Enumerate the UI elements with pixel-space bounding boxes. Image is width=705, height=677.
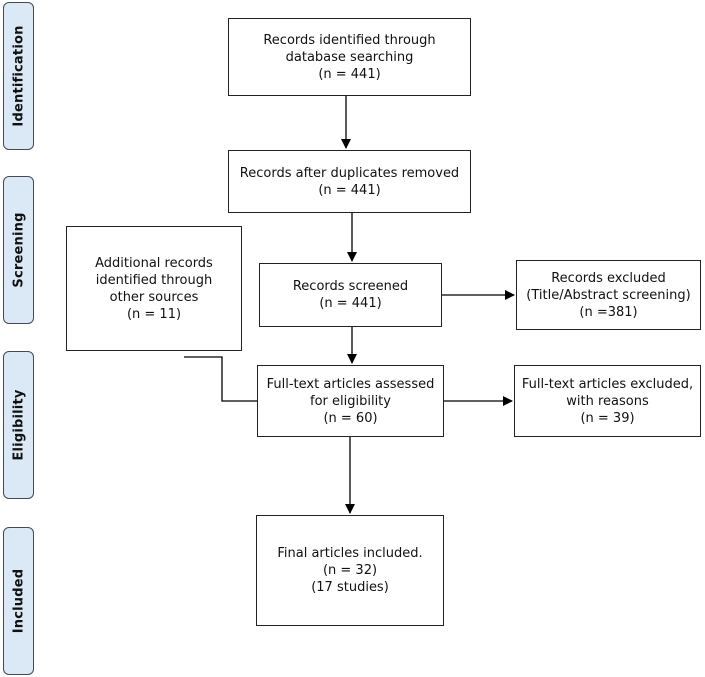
fulltext-excluded-line2: with reasons xyxy=(566,393,649,409)
fulltext-assessed-count: (n = 60) xyxy=(323,410,378,426)
box-records-identified: Records identified through database sear… xyxy=(228,18,471,96)
final-included-line2: (n = 32) xyxy=(322,563,378,578)
fulltext-assessed-line2: for eligibility xyxy=(310,393,391,409)
box-fulltext-assessed: Full-text articles assessed for eligibil… xyxy=(257,365,444,437)
box-final-included: Final articles included. (n = 32) (17 st… xyxy=(256,515,444,626)
final-included-line1: Final articles included. xyxy=(277,546,423,561)
fulltext-assessed-line1: Full-text articles assessed xyxy=(266,376,435,392)
final-included-line3: (17 studies) xyxy=(311,580,389,595)
phase-identification: Identification xyxy=(3,2,34,150)
box-fulltext-excluded: Full-text articles excluded, with reason… xyxy=(514,365,701,437)
duplicates-removed-count: (n = 441) xyxy=(318,182,381,198)
records-screened-count: (n = 441) xyxy=(319,296,382,311)
records-identified-line1: Records identified through xyxy=(263,32,436,48)
phase-eligibility: Eligibility xyxy=(3,351,34,499)
duplicates-removed-line1: Records after duplicates removed xyxy=(239,165,460,181)
fulltext-excluded-count: (n = 39) xyxy=(580,410,635,426)
phase-included: Included xyxy=(3,527,34,675)
box-records-screened: Records screened (n = 441) xyxy=(259,263,442,327)
records-identified-line2: database searching xyxy=(285,49,414,65)
box-additional-records: Additional records identified through ot… xyxy=(66,226,242,351)
records-excluded-count: (n =381) xyxy=(579,304,638,320)
records-identified-count: (n = 441) xyxy=(318,66,381,82)
records-screened-line1: Records screened xyxy=(292,279,409,294)
arrow-additional-to-fulltext xyxy=(184,356,267,406)
additional-records-count: (n = 11) xyxy=(126,306,182,322)
additional-records-line1: Additional records xyxy=(95,255,213,271)
records-excluded-line2: (Title/Abstract screening) xyxy=(526,287,691,303)
additional-records-line2: identified through xyxy=(95,272,213,288)
fulltext-excluded-line1: Full-text articles excluded, xyxy=(521,376,694,392)
phase-screening: Screening xyxy=(3,176,34,324)
records-excluded-line1: Records excluded xyxy=(551,270,666,286)
box-records-excluded: Records excluded (Title/Abstract screeni… xyxy=(516,260,701,330)
additional-records-line3: other sources xyxy=(109,289,199,305)
box-duplicates-removed: Records after duplicates removed (n = 44… xyxy=(228,150,471,213)
